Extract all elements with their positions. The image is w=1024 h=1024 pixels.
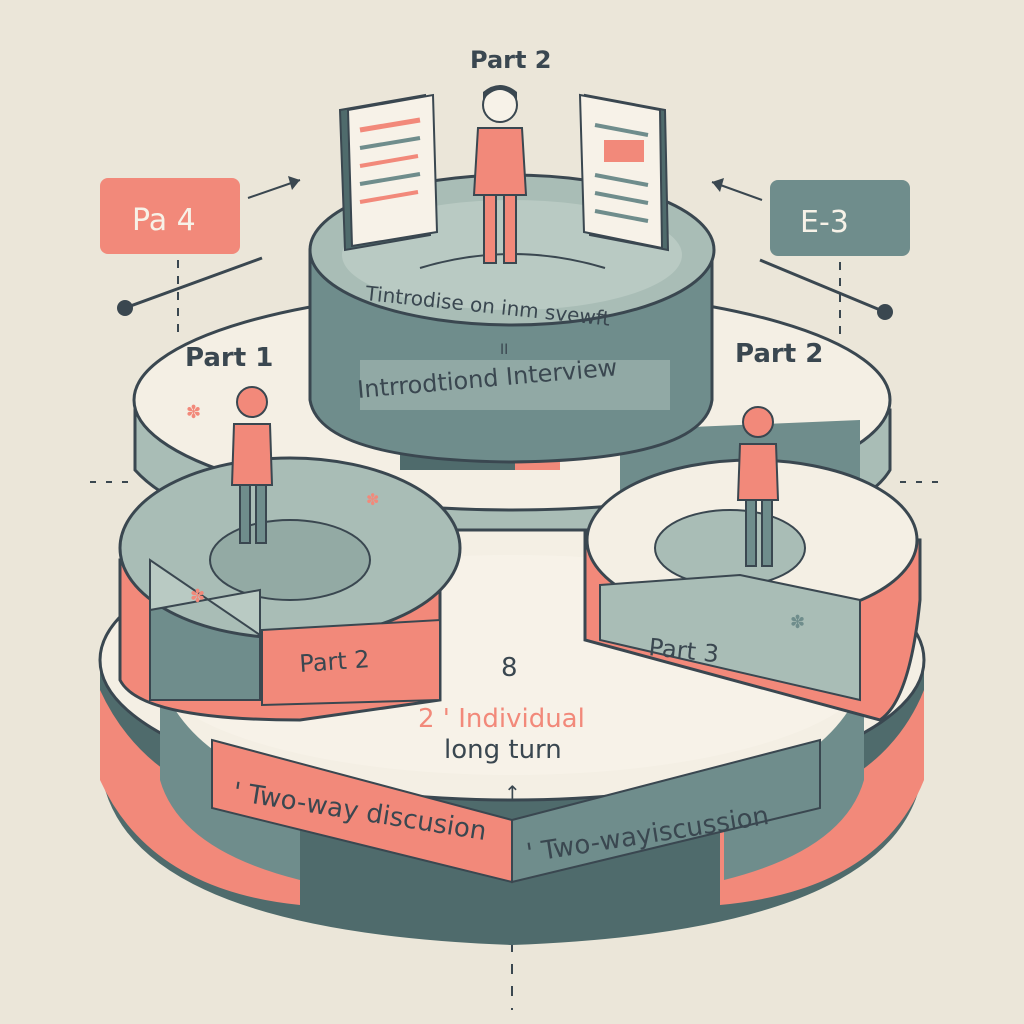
right-tag: E-3 — [711, 178, 910, 340]
gear-icon: ✽ — [190, 586, 205, 607]
top-title: Part 2 — [470, 46, 552, 74]
left-tag-text: Pa 4 — [132, 203, 196, 238]
gear-icon: ✽ — [186, 402, 201, 423]
left-person-figure — [230, 386, 274, 544]
center-line1-text: 2 ' Individual — [418, 704, 585, 734]
left-ring: Part 2 ✽ ✽ — [118, 456, 462, 722]
mid-left-label: Part 1 — [185, 343, 273, 373]
center-number: 8 — [501, 653, 518, 683]
gear-icon: ✽ — [366, 490, 379, 509]
center-line1: 2 ' Individual — [418, 704, 585, 734]
right-document — [578, 93, 670, 252]
left-tag: Pa 4 — [100, 176, 301, 340]
right-person-figure — [736, 406, 780, 567]
top-arc-mark: II — [500, 342, 508, 358]
gear-icon: ✽ — [790, 612, 805, 633]
center-line2: long turn — [444, 735, 562, 765]
top-person-figure — [472, 85, 528, 264]
mid-right-label: Part 2 — [735, 339, 823, 369]
right-tag-text: E-3 — [800, 205, 849, 240]
up-arrow-icon: ↑ — [504, 781, 521, 805]
left-document — [338, 93, 439, 252]
left-ring-band-text: Part 2 — [298, 645, 370, 678]
